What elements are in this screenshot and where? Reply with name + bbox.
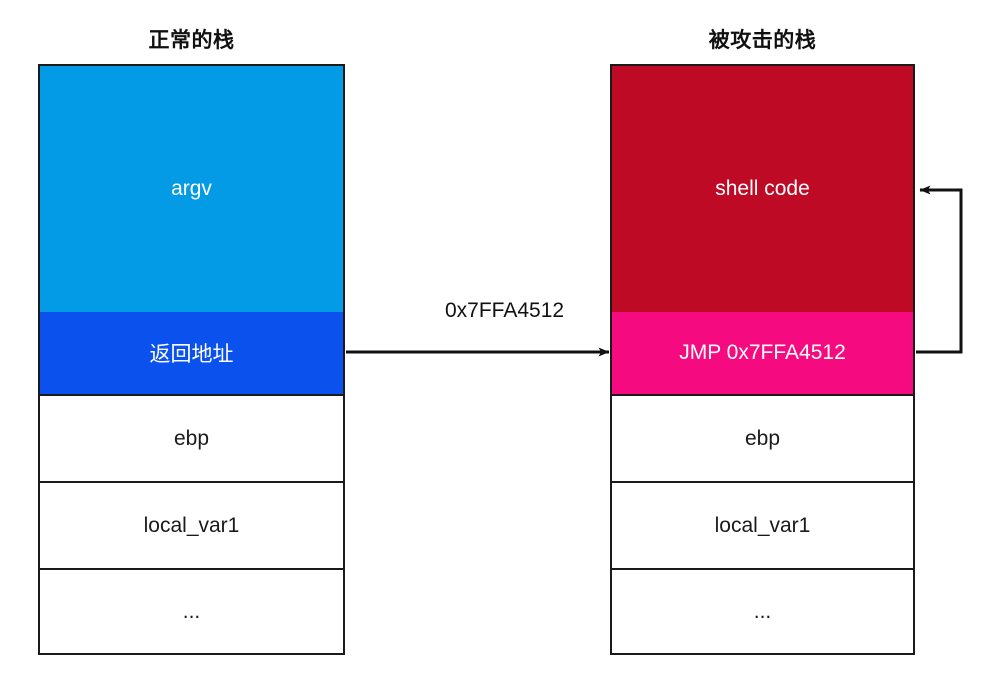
- stack-cell-argv: argv: [40, 66, 343, 312]
- stack-cell-label: ...: [182, 599, 201, 623]
- stack-cell-return-address: 返回地址: [40, 312, 343, 394]
- stack-cell-ebp: ebp: [40, 394, 343, 481]
- stack-cell-label: 返回地址: [149, 343, 234, 366]
- stack-cell-label: local_var1: [714, 513, 811, 537]
- stack-cell-local-var1: local_var1: [40, 481, 343, 568]
- jump-feedback-arrow: [916, 185, 963, 354]
- stack-cell-label: ebp: [173, 426, 210, 450]
- attacked-stack: shell code JMP 0x7FFA4512 ebp local_var1…: [610, 64, 915, 655]
- stack-cell-label: shell code: [715, 177, 810, 200]
- stack-cell-ellipsis: ...: [40, 568, 343, 653]
- stack-cell-local-var1: local_var1: [612, 481, 913, 568]
- stack-cell-label: JMP 0x7FFA4512: [679, 341, 846, 364]
- normal-stack: argv 返回地址 ebp local_var1 ...: [38, 64, 345, 655]
- stack-cell-label: ...: [753, 599, 772, 623]
- stack-cell-label: local_var1: [143, 513, 240, 537]
- stack-cell-shell-code: shell code: [612, 66, 913, 312]
- stack-cell-ebp: ebp: [612, 394, 913, 481]
- stack-cell-label: ebp: [744, 426, 781, 450]
- right-stack-title: 被攻击的栈: [708, 29, 817, 52]
- overwrite-arrow-label: 0x7FFA4512: [445, 299, 565, 322]
- left-stack-title: 正常的栈: [148, 29, 235, 52]
- stack-cell-label: argv: [171, 177, 212, 200]
- stack-cell-jmp-address: JMP 0x7FFA4512: [612, 312, 913, 394]
- stack-cell-ellipsis: ...: [612, 568, 913, 653]
